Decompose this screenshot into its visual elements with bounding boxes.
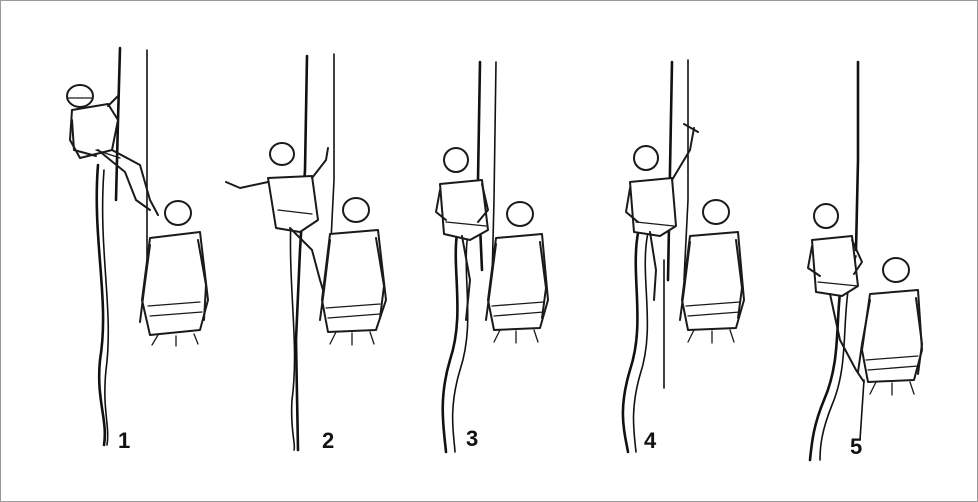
casualty-figure bbox=[486, 202, 548, 343]
casualty-torso bbox=[142, 232, 208, 335]
tail-rope bbox=[860, 380, 864, 440]
rescuer-leg bbox=[650, 232, 656, 300]
hanging-rope-end bbox=[290, 200, 294, 450]
casualty-legs bbox=[870, 382, 914, 395]
helmet-icon bbox=[165, 201, 191, 225]
casualty-figure bbox=[680, 200, 744, 343]
panel-2 bbox=[226, 54, 386, 450]
step-label-5: 5 bbox=[850, 436, 862, 458]
rescuer-leg bbox=[112, 150, 158, 215]
fixed-rope bbox=[856, 62, 858, 250]
panel-3 bbox=[436, 62, 548, 452]
casualty-figure bbox=[858, 258, 922, 395]
helmet-icon bbox=[703, 200, 729, 224]
fixed-rope bbox=[684, 60, 688, 280]
rescuer-figure bbox=[436, 148, 488, 320]
rescuer-torso bbox=[812, 236, 858, 296]
rescuer-arm bbox=[312, 148, 328, 178]
knife-icon bbox=[684, 124, 698, 132]
helmet-icon bbox=[814, 204, 838, 228]
hanging-rope-end bbox=[97, 165, 105, 445]
rescuer-torso bbox=[440, 180, 488, 240]
rescuer-figure bbox=[67, 85, 158, 215]
step-label-3: 3 bbox=[466, 428, 478, 450]
fixed-rope bbox=[330, 54, 334, 260]
casualty-legs bbox=[688, 330, 734, 343]
panel-5 bbox=[808, 62, 922, 460]
casualty-figure bbox=[140, 201, 208, 346]
step-label-1: 1 bbox=[118, 430, 130, 452]
helmet-icon bbox=[883, 258, 909, 282]
casualty-legs bbox=[330, 332, 374, 345]
fixed-rope bbox=[296, 56, 307, 450]
fixed-rope bbox=[668, 62, 672, 280]
casualty-legs bbox=[494, 330, 538, 343]
rescuer-arm bbox=[672, 128, 694, 180]
rescuer-leg bbox=[98, 150, 150, 210]
fixed-rope bbox=[478, 62, 482, 270]
helmet-icon bbox=[270, 143, 294, 165]
rescuer-arm bbox=[226, 182, 268, 188]
hanging-rope-end bbox=[623, 200, 650, 452]
panel-4 bbox=[623, 60, 744, 452]
helmet-icon bbox=[634, 146, 658, 170]
rescuer-leg bbox=[290, 228, 326, 300]
helmet-icon bbox=[507, 202, 533, 226]
helmet-icon bbox=[67, 85, 93, 107]
rescuer-arm bbox=[108, 96, 118, 106]
step-label-2: 2 bbox=[322, 430, 334, 452]
rescuer-figure bbox=[226, 143, 328, 300]
step-label-4: 4 bbox=[644, 430, 656, 452]
rescuer-torso bbox=[630, 178, 676, 236]
rescuer-torso bbox=[268, 176, 318, 232]
helmet-icon bbox=[444, 148, 468, 172]
helmet-icon bbox=[343, 198, 369, 222]
casualty-legs bbox=[152, 334, 198, 346]
casualty-figure bbox=[320, 198, 386, 345]
panel-1 bbox=[67, 48, 208, 445]
